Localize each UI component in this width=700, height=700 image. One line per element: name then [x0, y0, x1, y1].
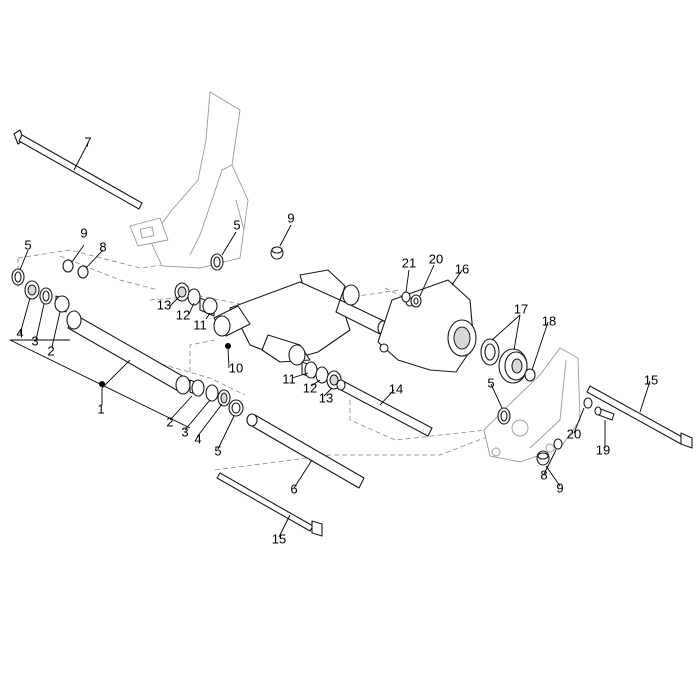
callout-10: 10	[229, 360, 243, 375]
callout-3: 3	[31, 333, 38, 348]
callout-17: 17	[514, 301, 528, 316]
pin-part-14	[336, 379, 433, 437]
pin-part-6	[246, 413, 365, 489]
callout-3: 3	[181, 424, 188, 439]
callout-14: 14	[389, 381, 403, 396]
callout-13: 13	[319, 390, 333, 405]
leader-lines	[9, 142, 651, 538]
callout-20: 20	[567, 426, 581, 441]
callout-4: 4	[16, 325, 23, 340]
callout-2: 2	[47, 343, 54, 358]
bolt-part-15-right	[583, 385, 693, 449]
callout-12: 12	[303, 380, 317, 395]
callout-9: 9	[80, 225, 87, 240]
shaft-part-1	[66, 310, 191, 395]
washer-nut-right	[536, 438, 563, 466]
callout-1: 1	[97, 401, 104, 416]
callout-2: 2	[166, 414, 173, 429]
callout-6: 6	[290, 481, 297, 496]
swing-arm-part-10	[213, 269, 389, 366]
callout-4: 4	[194, 431, 201, 446]
callout-8: 8	[99, 239, 106, 254]
callout-11: 11	[282, 371, 296, 386]
callout-5: 5	[233, 217, 240, 232]
bolt-part-15-lower	[216, 472, 323, 537]
callout-18: 18	[542, 313, 556, 328]
callout-9: 9	[287, 210, 294, 225]
callout-9: 9	[556, 480, 563, 495]
callout-13: 13	[157, 297, 171, 312]
callout-labels: 7 9 8 5 5 9 21 20 16 13 12 11 17 18 4 3 …	[16, 134, 658, 546]
circlips-part-5	[210, 253, 224, 271]
bracket-part-16	[377, 279, 477, 373]
callout-20: 20	[429, 251, 443, 266]
callout-16: 16	[455, 261, 469, 276]
engine-case-ghost	[483, 347, 581, 463]
callout-12: 12	[176, 307, 190, 322]
nut-part-9-top	[270, 246, 284, 260]
callout-19: 19	[596, 442, 610, 457]
callout-11: 11	[193, 317, 207, 332]
upper-bushing-set	[174, 282, 218, 317]
frame-section-ghost	[129, 91, 249, 269]
callout-21: 21	[402, 255, 416, 270]
callout-5: 5	[214, 443, 221, 458]
circlip-part-5-right	[497, 407, 511, 425]
bolt-part-19	[594, 406, 615, 421]
long-bolt-part-7	[13, 129, 143, 210]
bearings-part-17-18	[480, 338, 536, 384]
callout-15: 15	[644, 372, 658, 387]
callout-8: 8	[540, 467, 547, 482]
left-small-parts	[11, 259, 89, 313]
callout-5: 5	[487, 375, 494, 390]
shaft-1-small-parts	[189, 379, 244, 417]
callout-5: 5	[24, 237, 31, 252]
callout-15: 15	[272, 531, 286, 546]
washers-part-20-21-top	[401, 291, 422, 308]
callout-7: 7	[84, 134, 91, 149]
